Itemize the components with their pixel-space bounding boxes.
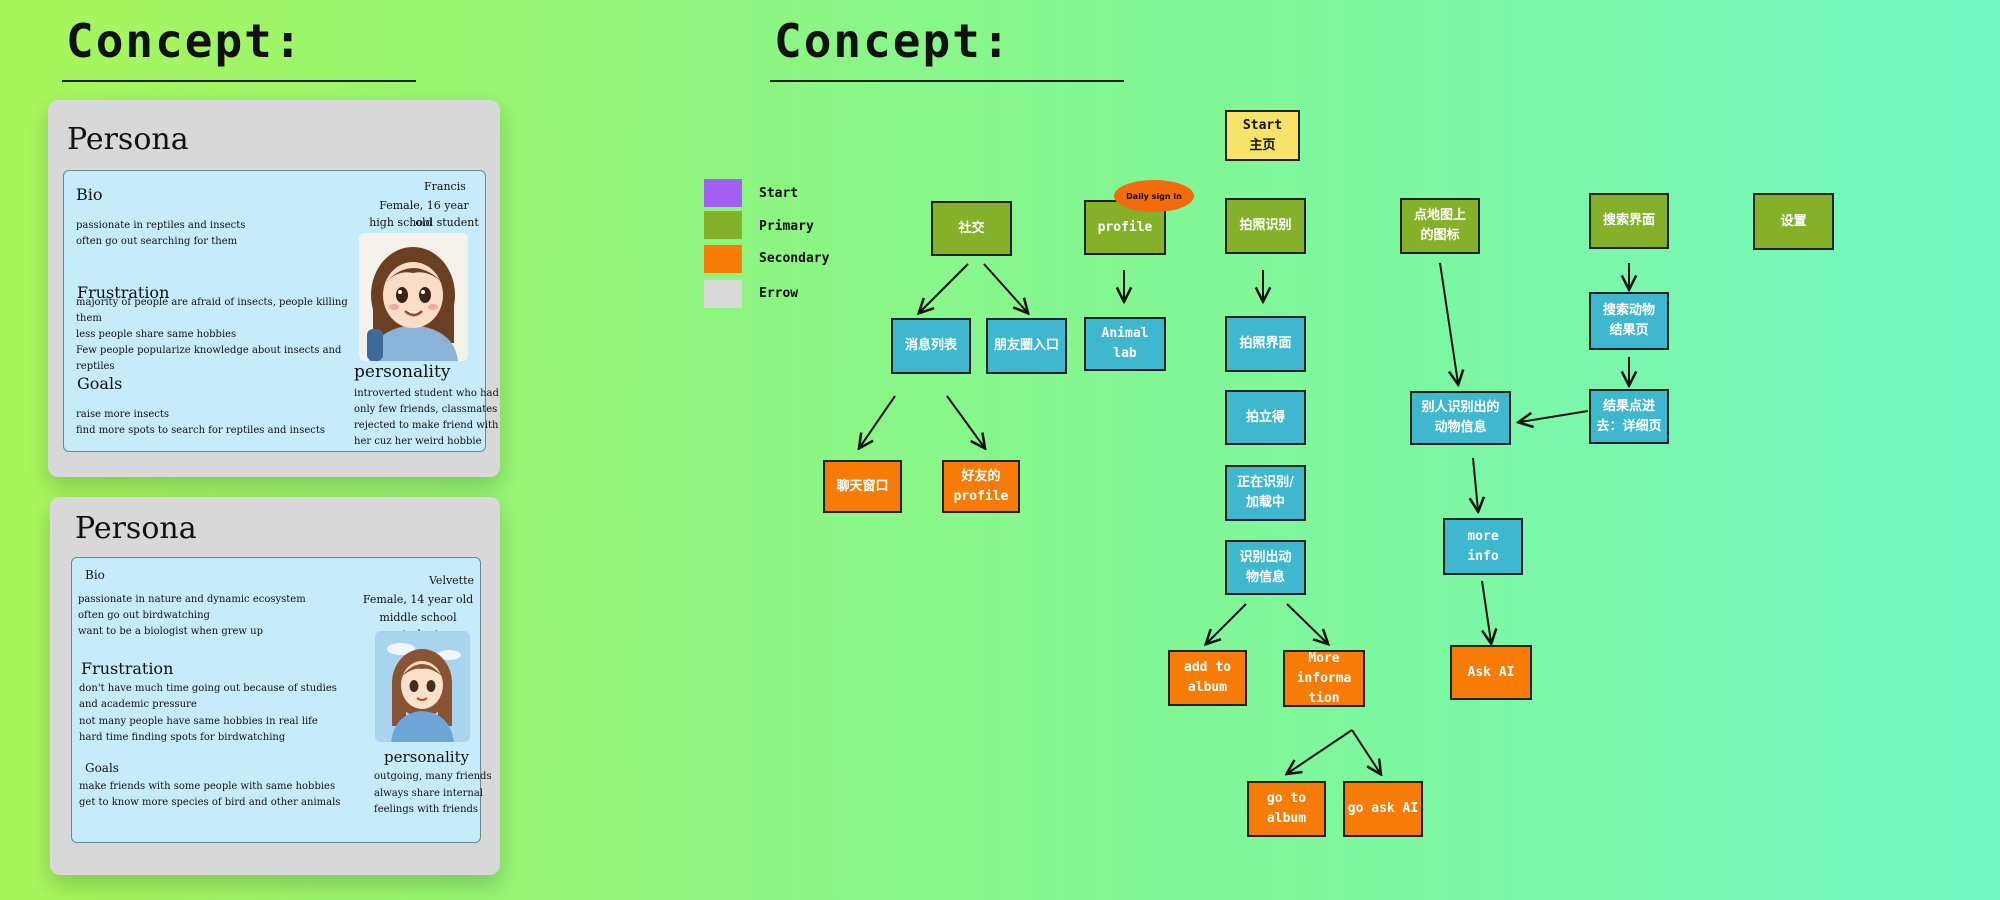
persona-heading: Persona <box>67 122 189 157</box>
frustration-title: Frustration <box>77 283 170 302</box>
persona-name: Francis <box>424 180 466 193</box>
node-ask-ai: Ask AI <box>1450 645 1532 700</box>
node-chat-window: 聊天窗口 <box>823 460 902 513</box>
persona-heading: Persona <box>75 511 197 546</box>
node-go-ask-ai: go ask AI <box>1343 781 1423 837</box>
bio-line: passionate in reptiles and insects <box>76 220 246 231</box>
node-add-to-album: add to album <box>1168 650 1247 706</box>
persona-info-line: high school student <box>369 216 479 229</box>
persona-avatar <box>375 631 470 742</box>
bio-line: want to be a biologist when grew up <box>78 626 263 637</box>
legend-swatch-secondary <box>704 245 742 273</box>
node-moments-entry: 朋友圈入口 <box>986 318 1067 374</box>
node-others-animal-info: 别人识别出的 动物信息 <box>1410 391 1511 445</box>
node-photo-page: 拍照界面 <box>1225 316 1306 372</box>
node-photo-recognize: 拍照识别 <box>1225 198 1306 254</box>
concept-title-right: Concept: <box>774 14 1012 68</box>
bio-line: passionate in nature and dynamic ecosyst… <box>78 594 306 605</box>
frustration-line: don't have much time going out because o… <box>79 683 337 694</box>
node-more-info: more info <box>1443 518 1523 575</box>
title-underline-left <box>62 80 416 82</box>
goals-line: raise more insects <box>76 409 169 420</box>
legend-label-arrow: Errow <box>759 286 799 301</box>
personality-title: personality <box>354 362 451 382</box>
node-more-information: More informa tion <box>1283 650 1365 707</box>
node-go-to-album: go to album <box>1247 781 1326 837</box>
node-animal-lab: Animal lab <box>1084 317 1166 371</box>
bio-line: often go out birdwatching <box>78 610 210 621</box>
bio-title: Bio <box>76 185 103 204</box>
node-search-results: 搜索动物 结果页 <box>1589 292 1669 350</box>
personality-line: introverted student who had <box>354 388 499 399</box>
personality-line: outgoing, many friends <box>374 771 492 782</box>
frustration-line: less people share same hobbies <box>76 329 237 340</box>
frustration-line: majority of people are afraid of insects… <box>76 297 348 308</box>
daily-sign-in-badge: Daily sign in <box>1114 180 1194 212</box>
persona-info-line: Female, 16 year old <box>379 199 469 229</box>
frustration-line: reptiles <box>76 361 115 372</box>
personality-line: her cuz her weird hobbie <box>354 436 482 447</box>
legend-swatch-primary <box>704 211 742 239</box>
goals-line: get to know more species of bird and oth… <box>79 797 341 808</box>
node-search-page: 搜索界面 <box>1589 193 1669 249</box>
legend-label-start: Start <box>759 186 799 201</box>
node-recognized-info: 识别出动 物信息 <box>1225 540 1306 595</box>
legend-label-primary: Primary <box>759 219 814 234</box>
personality-line: feelings with friends <box>374 804 479 815</box>
goals-title: Goals <box>77 374 123 393</box>
persona-info-line: Female, 14 year old <box>362 593 474 606</box>
node-map-icon: 点地图上 的图标 <box>1400 198 1480 254</box>
personality-line: rejected to make friend with <box>354 420 499 431</box>
legend-swatch-arrow <box>704 280 742 308</box>
goals-line: find more spots to search for reptiles a… <box>76 425 326 436</box>
persona-panel: Bio passionate in reptiles and insects o… <box>63 170 499 452</box>
frustration-line: Few people popularize knowledge about in… <box>76 345 342 356</box>
node-polaroid: 拍立得 <box>1225 390 1306 445</box>
frustration-line: them <box>76 313 102 324</box>
frustration-title: Frustration <box>81 659 174 678</box>
node-start-home: Start 主页 <box>1225 110 1300 161</box>
goals-line: make friends with some people with same … <box>79 781 336 792</box>
persona-name: Velvette <box>429 574 475 587</box>
node-social: 社交 <box>931 201 1012 256</box>
node-recognizing: 正在识别/ 加载中 <box>1225 465 1306 521</box>
title-underline-right <box>770 80 1124 82</box>
concept-title-left: Concept: <box>66 14 304 68</box>
goals-title: Goals <box>85 761 119 775</box>
persona-avatar <box>359 233 468 361</box>
persona-card-1: Persona Bio passionate in reptiles and i… <box>48 100 500 477</box>
node-result-detail: 结果点进 去：详细页 <box>1589 389 1669 444</box>
personality-line: only few friends, classmates <box>354 404 498 415</box>
persona-panel: Bio passionate in nature and dynamic eco… <box>71 557 492 843</box>
legend-swatch-start <box>704 179 742 207</box>
node-message-list: 消息列表 <box>891 318 971 374</box>
bio-line: often go out searching for them <box>76 236 238 247</box>
node-friend-profile: 好友的 profile <box>942 460 1020 513</box>
node-settings: 设置 <box>1753 193 1834 250</box>
frustration-line: and academic pressure <box>79 699 197 710</box>
personality-title: personality <box>384 748 470 766</box>
persona-card-2: Persona Bio passionate in nature and dyn… <box>50 497 500 875</box>
legend-label-secondary: Secondary <box>759 251 830 266</box>
bio-title: Bio <box>85 568 105 582</box>
frustration-line: hard time finding spots for birdwatching <box>79 732 286 743</box>
personality-line: always share internal <box>374 788 484 799</box>
frustration-line: not many people have same hobbies in rea… <box>79 716 318 727</box>
